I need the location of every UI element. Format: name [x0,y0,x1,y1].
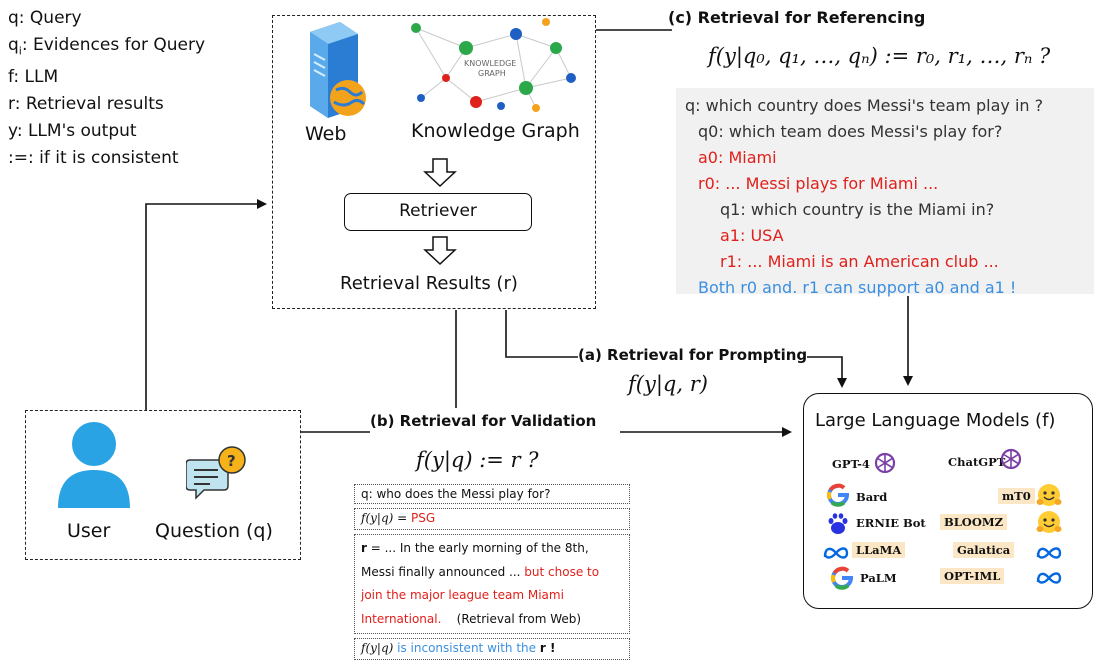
user-icon [58,422,130,508]
legend-retrieval: r: Retrieval results [8,94,164,115]
legend-consistent: :=: if it is consistent [8,148,179,169]
sources-box [272,15,596,309]
validation-query: q: who does the Messi play for? [361,487,551,501]
ref-line-q1: q1: which country is the Miami in? [720,200,995,219]
model-llama: LLaMA [852,542,906,558]
legend-query: q: Query [8,8,82,28]
model-mt0: mT0 [998,488,1035,504]
model-gpt4: GPT-4 [832,457,870,471]
prompting-formula: f(y|q, r) [628,372,708,396]
validation-evidence-box: r = ... In the early morning of the 8th,… [354,534,630,634]
legend: q: Query qi: Evidences for Query f: LLM … [8,5,205,172]
model-ernie: ERNIE Bot [856,516,926,530]
hugging-face-icon [1036,484,1062,506]
validation-answer-value: PSG [411,511,436,525]
validation-title: (b) Retrieval for Validation [370,412,597,430]
user-label: User [67,520,111,542]
validation-r-symbol: r [361,541,367,555]
ref-line-q0: q0: which team does Messi's play for? [698,122,1003,141]
validation-conclusion-r: r [539,641,546,655]
google-icon [826,483,850,507]
question-chat-icon: ? [186,446,246,500]
legend-output: y: LLM's output [8,121,137,142]
referencing-title: (c) Retrieval for Referencing [668,8,926,27]
validation-conclusion-mid: is inconsistent with the [393,641,540,655]
ref-line-query: q: which country does Messi's team play … [685,96,1044,115]
hugging-face-icon [1036,511,1062,533]
openai-icon [874,452,896,474]
validation-conclusion-end: ! [545,641,556,655]
user-to-sources-arrow [145,199,267,410]
validation-formula: f(y|q) := r ? [416,448,539,472]
validation-conclusion-prefix: f(y|q) [361,641,394,655]
ref-line-r1: r1: ... Miami is an American club ... [720,252,999,271]
ref-line-conclusion: Both r0 and. r1 can support a0 and a1 ! [698,278,1017,297]
knowledge-graph-label: Knowledge Graph [411,120,580,142]
svg-text:?: ? [227,452,236,470]
question-label: Question (q) [155,520,273,542]
web-label: Web [305,123,347,145]
retrieval-results-label: Retrieval Results (r) [340,273,518,294]
prompting-title: (a) Retrieval for Prompting [578,346,808,364]
retriever-label: Retriever [399,201,477,221]
user-box [25,410,301,560]
ref-line-a0: a0: Miami [698,148,777,167]
legend-llm: f: LLM [8,67,59,88]
knowledge-graph-icon: KNOWLEDGE GRAPH [411,18,576,112]
validation-r-line4-red: International. [361,611,442,626]
down-arrow-icon [423,236,457,266]
ref-line-a1: a1: USA [720,226,784,245]
llm-box [803,393,1093,609]
legend-evidences: qi: Evidences for Query [8,35,206,58]
model-galatica: Galatica [953,542,1015,558]
referencing-panel: q: which country does Messi's team play … [676,88,1094,297]
retriever-box: Retriever [344,193,532,231]
openai-icon [1000,448,1022,470]
model-chatgpt: ChatGPT [948,455,1006,469]
web-server-icon [310,22,366,118]
validation-conclusion-box: f(y|q) is inconsistent with the r ! [354,638,630,660]
model-bard: Bard [856,490,888,504]
baidu-icon [828,513,848,534]
validation-answer-prefix: f(y|q) = [361,511,411,525]
validation-r-line2-red: but chose to [520,564,600,579]
meta-icon [823,547,849,559]
validation-r-line3: join the major league team Miami [361,588,564,602]
kg-inner-label-2: GRAPH [478,69,506,78]
validation-r-line2: Messi finally announced ... [361,564,521,579]
validation-query-box: q: who does the Messi play for? [354,484,630,504]
kg-inner-label: KNOWLEDGE [464,59,516,68]
validation-r-line1: = ... In the early morning of the 8th, [366,541,589,555]
validation-answer-box: f(y|q) = PSG [354,508,630,530]
validation-r-line4-tail: (Retrieval from Web) [456,611,582,626]
meta-icon [1036,547,1062,559]
llm-title: Large Language Models (f) [815,410,1056,431]
model-bloomz: BLOOMZ [940,514,1007,530]
model-palm: PaLM [860,571,897,585]
ref-line-r0: r0: ... Messi plays for Miami ... [698,174,939,193]
down-arrow-icon [423,158,457,188]
referencing-formula: f(y|q₀, q₁, …, qₙ) := r₀, r₁, …, rₙ ? [708,44,1051,68]
google-icon [830,566,854,590]
meta-icon [1036,572,1062,584]
model-opt-iml: OPT-IML [940,568,1005,584]
